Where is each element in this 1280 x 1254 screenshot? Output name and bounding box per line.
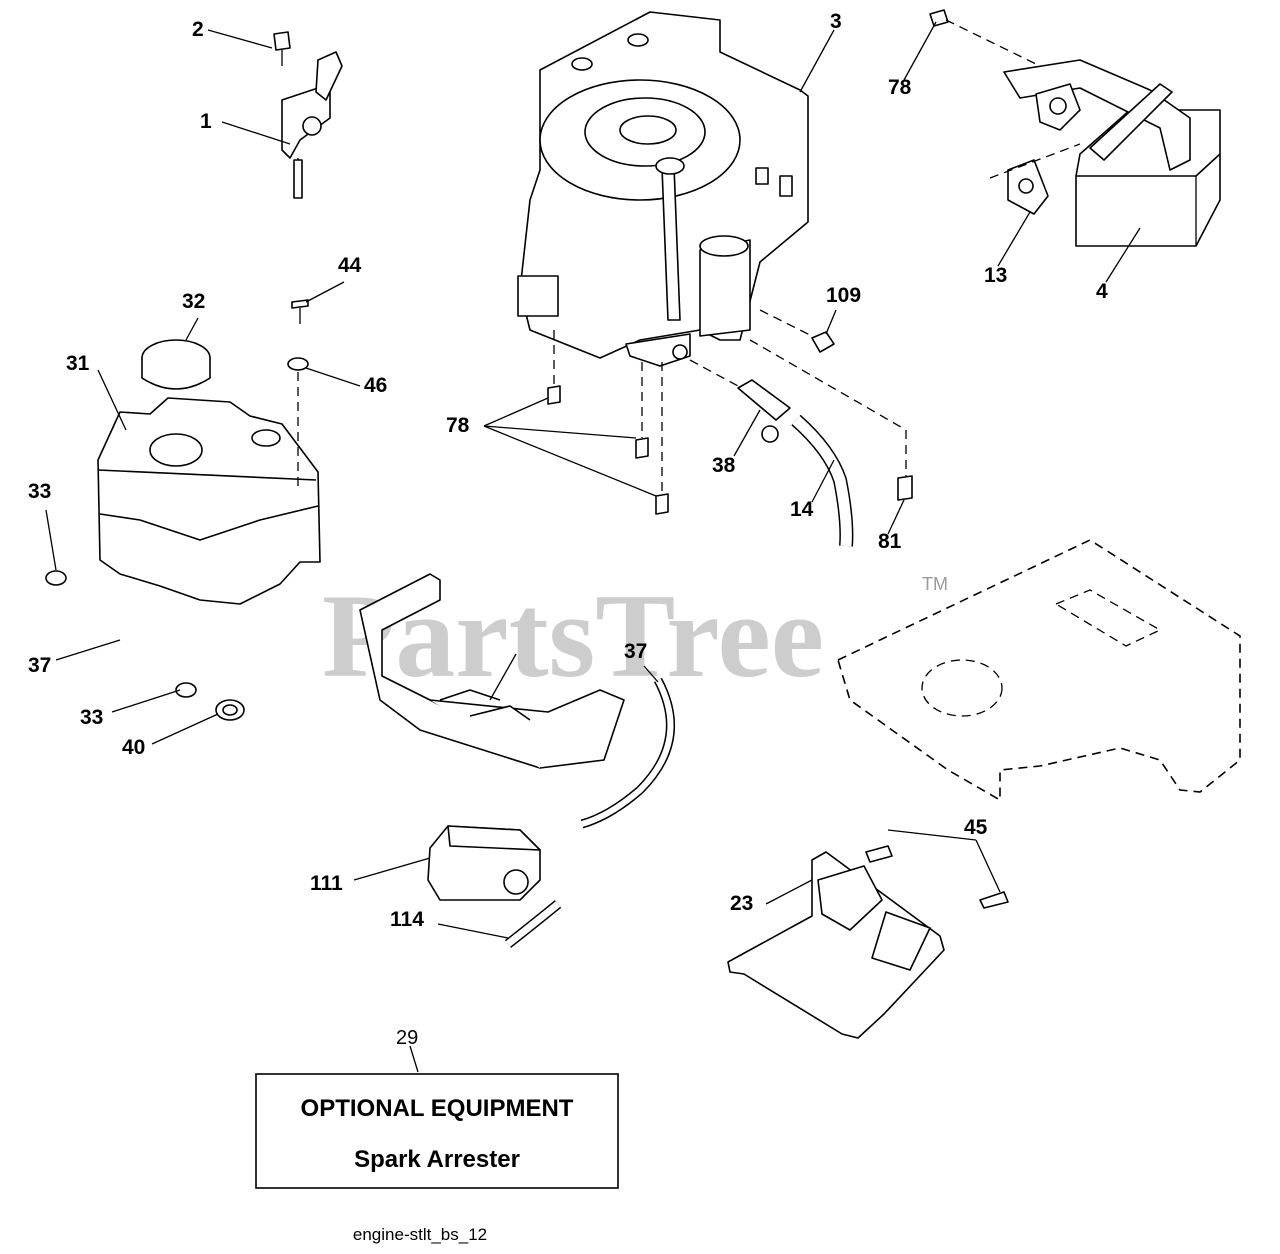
- callout-23: 23: [730, 892, 753, 915]
- callout-31: 31: [66, 352, 90, 375]
- engine-part[interactable]: [517, 11, 809, 367]
- callout-111: 114: [390, 908, 424, 931]
- fuel-filter-part[interactable]: [689, 359, 791, 443]
- bracket-part[interactable]: [359, 573, 625, 769]
- heat-shield-part[interactable]: [727, 851, 945, 1039]
- callout-78-left: 78: [446, 414, 470, 437]
- watermark-text: PartsTree: [322, 569, 824, 702]
- callout-38: 38: [712, 454, 736, 477]
- callout-81: 109: [826, 284, 861, 307]
- callout-2: 2: [192, 18, 204, 41]
- fuel-line-part[interactable]: [64, 581, 179, 693]
- callout-32: 32: [182, 290, 205, 313]
- optional-equipment-item: Spark Arrester: [354, 1146, 520, 1173]
- callout-45: 45: [964, 816, 988, 839]
- muffler-part[interactable]: [1003, 59, 1221, 247]
- callout-33-upper: 33: [28, 480, 51, 503]
- callout-labels: 2 1 3 4 13 78 32 31 33 37 33 40 44 46 78…: [28, 10, 1108, 1049]
- exhaust-gasket-part[interactable]: [989, 143, 1081, 215]
- optional-equipment-title: OPTIONAL EQUIPMENT: [301, 1095, 574, 1122]
- callout-78-right: 81: [878, 530, 902, 553]
- tank-screw-part[interactable]: [291, 299, 309, 324]
- callout-14: 14: [790, 498, 814, 521]
- callout-46: 46: [364, 374, 387, 397]
- optional-equipment-box: OPTIONAL EQUIPMENT Spark Arrester: [255, 1073, 619, 1189]
- callout-33-lower: 33: [80, 706, 103, 729]
- hose-clamp-upper-part[interactable]: [45, 570, 67, 586]
- leader-lines: [45, 21, 1141, 1073]
- callout-72: 78: [888, 76, 912, 99]
- engine-bolt-part[interactable]: [547, 330, 669, 515]
- engine-bolt-right-part[interactable]: [749, 339, 913, 501]
- hose-clamp-lower-part[interactable]: [175, 682, 197, 698]
- callout-37-left: 37: [28, 654, 51, 677]
- canister-part[interactable]: [427, 825, 541, 901]
- callout-13: 13: [984, 264, 1007, 287]
- fuel-tank-part[interactable]: [97, 397, 321, 605]
- canister-hose-part[interactable]: [504, 900, 562, 948]
- callout-109: 111: [310, 872, 343, 895]
- callout-29: 29: [396, 1027, 418, 1049]
- grommet-part[interactable]: [215, 699, 245, 721]
- frame-outline: [837, 539, 1241, 802]
- throttle-control-part[interactable]: [281, 51, 343, 199]
- callout-1: 1: [200, 110, 212, 133]
- callout-44: 44: [338, 254, 362, 277]
- diagram-caption: engine-stlt_bs_12: [353, 1225, 487, 1244]
- fuel-hose-part[interactable]: [791, 414, 854, 547]
- callout-3: 3: [830, 10, 842, 33]
- watermark-trademark: TM: [922, 574, 948, 594]
- screw-part[interactable]: [273, 31, 291, 66]
- callout-37-right: 37: [624, 640, 647, 663]
- washer-part[interactable]: [287, 357, 309, 492]
- vent-hose-part[interactable]: [580, 677, 675, 829]
- callout-40: 40: [122, 736, 145, 759]
- fuel-cap-part[interactable]: [141, 339, 211, 390]
- shield-screw-part[interactable]: [865, 845, 1009, 909]
- callout-4: 4: [1096, 280, 1108, 303]
- nut-part[interactable]: [759, 309, 835, 353]
- exhaust-bolt-part[interactable]: [929, 9, 1037, 65]
